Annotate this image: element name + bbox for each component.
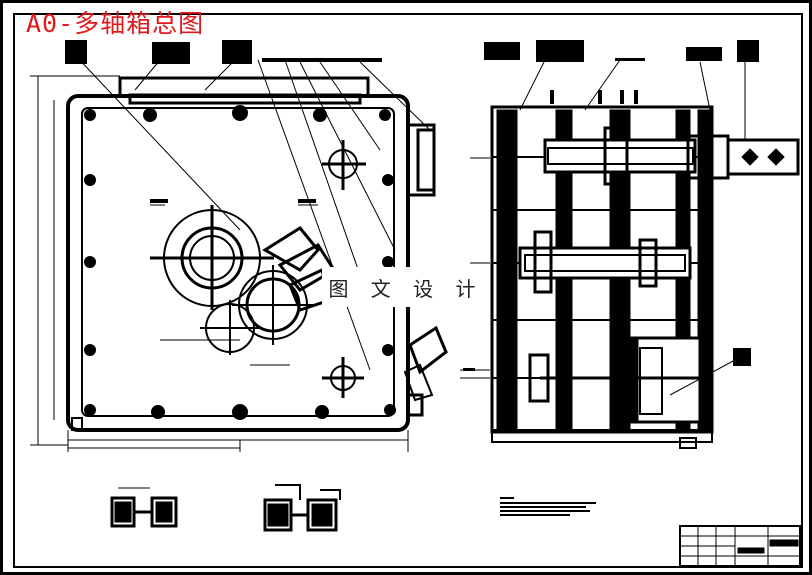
front-view-gears: [150, 140, 448, 402]
detail-views: [110, 484, 341, 532]
side-view: [460, 105, 800, 449]
technical-notes: [500, 497, 596, 516]
side-leaders: [519, 59, 746, 396]
side-view-bolts: [550, 90, 638, 104]
front-view: [30, 75, 436, 452]
side-labels: [463, 40, 759, 371]
watermark-text: 图 文 设 计: [328, 276, 484, 301]
housing-bolts: [84, 105, 396, 420]
drawing-title: A0-多轴箱总图: [26, 9, 205, 38]
inner-border: [13, 13, 803, 568]
title-block: [679, 525, 801, 567]
front-leaders: [74, 54, 431, 371]
front-labels: [65, 40, 382, 203]
watermark-label: 图 文 设 计: [322, 267, 490, 307]
